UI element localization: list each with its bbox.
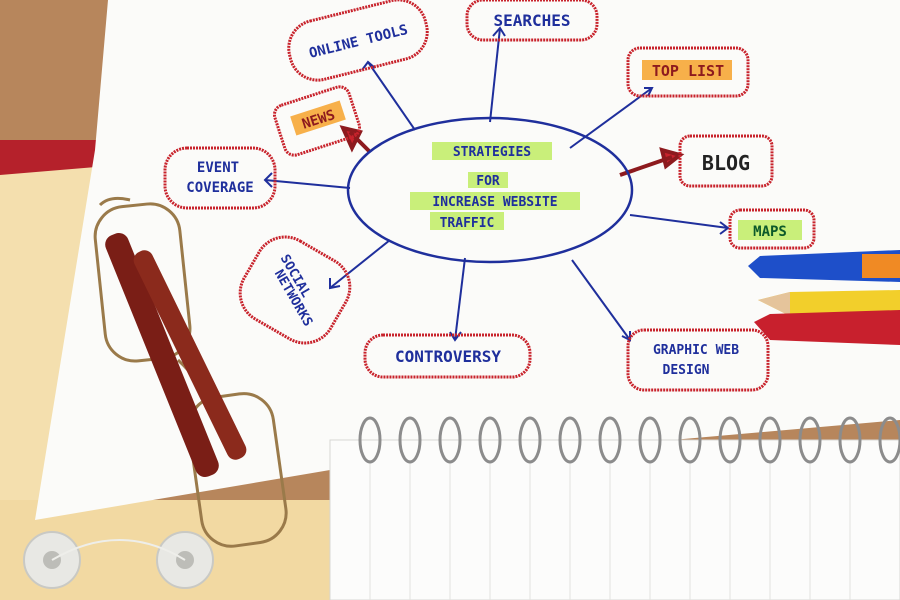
center-line-3: INCREASE WEBSITE [432, 195, 557, 210]
node-event-line-2: COVERAGE [186, 180, 253, 196]
node-top-list: TOP LIST [652, 62, 724, 80]
node-controversy: CONTROVERSY [395, 347, 501, 366]
node-searches: SEARCHES [493, 11, 570, 30]
notebook-columns [369, 460, 851, 600]
node-event-line-1: EVENT [197, 160, 239, 176]
maps-highlight [738, 220, 802, 240]
top-list-highlight [642, 60, 732, 80]
clasp-string [51, 539, 186, 561]
glasses-temples [105, 232, 247, 478]
node-graphic-line-2: DESIGN [663, 363, 710, 378]
blue-pen-orange-band [862, 254, 900, 278]
center-line-1: STRATEGIES [453, 145, 531, 160]
pencil-tip [758, 292, 790, 316]
node-maps: MAPS [753, 224, 787, 240]
node-bubbles [163, 0, 816, 392]
center-ellipse [346, 116, 634, 264]
center-line-4: TRAFFIC [440, 216, 495, 231]
center-highlights [410, 142, 580, 230]
node-graphic-line-1: GRAPHIC WEB [653, 343, 739, 358]
center-line-2: FOR [476, 174, 500, 189]
notebook-spiral [358, 416, 900, 464]
yellow-pencil [758, 290, 900, 318]
news-highlight [290, 100, 346, 136]
red-pen [754, 310, 900, 345]
connector-lines [264, 27, 729, 341]
spiral-notebook [329, 439, 900, 600]
pens [748, 250, 900, 345]
node-blog: BLOG [702, 151, 750, 175]
